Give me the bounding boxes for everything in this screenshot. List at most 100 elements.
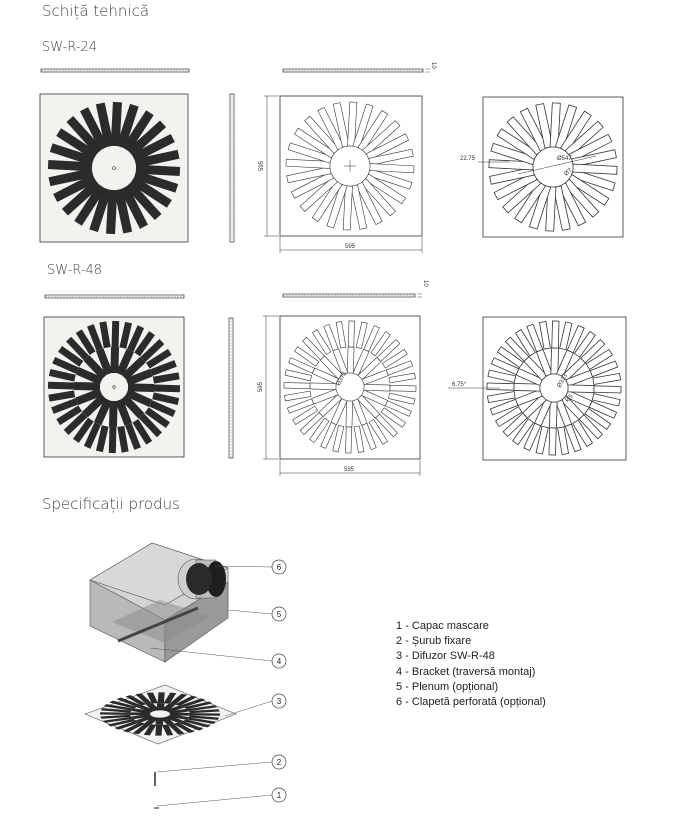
diffuser-slot [116,348,134,376]
diffuser-slot [380,407,406,428]
diffuser-slot [66,336,90,361]
diffuser-slot [136,705,156,713]
diffuser-slot [169,712,191,716]
model-a-heading: SW-R-24 [42,40,98,55]
diffuser-slot [157,692,165,704]
diffuser-slot [164,715,184,723]
diffuser-slot [487,369,517,383]
sw-r-24-center-mark [344,160,356,172]
diffuser-slot [109,700,138,709]
diffuser-slot [127,383,155,393]
diffuser-slot [149,400,176,418]
diffuser-slot [169,693,188,705]
legend-item: 4 - Bracket (traversă montaj) [396,665,536,678]
diffuser-slot [567,173,610,206]
sw-r-48-drawings: 10 Ø373 595 595 6.75° Ø373 Ø5 [43,280,627,476]
diffuser-slot [173,722,195,733]
diffuser-slot [178,721,204,731]
diffuser-slot [311,180,343,222]
diffuser-slot [125,368,153,386]
diffuser-slot [155,724,163,736]
sw-r-24-drawings: 10 595 595 [39,62,624,253]
diffuser-slot [167,723,185,735]
diffuser-slot [317,106,345,151]
diffuser-slot [49,143,95,166]
diffuser-slot [302,336,325,361]
diffuser-slot [388,392,416,405]
diffuser-slot [376,339,401,362]
diffuser-slot [285,158,331,169]
diffuser-slot [535,103,554,149]
callout-circle [271,559,287,575]
diffuser-slot [160,716,175,725]
diffuser-slot [152,392,180,405]
diffuser-slot [162,724,174,736]
legend-item: 1 - Capac mascare [396,620,489,632]
diffuser-slot [578,414,604,440]
diffuser-slot [549,401,558,429]
diffuser-slot [138,413,162,438]
callout-circle [271,606,287,622]
diffuser-slot [129,712,151,716]
diffuser-slot [74,183,106,226]
diffuser-slot [183,701,213,710]
diffuser-slot [388,372,416,384]
diffuser-slot [559,110,592,153]
diffuser-slot [502,176,542,214]
diffuser-slot [489,398,519,416]
diffuser-slot [369,163,415,174]
diffuser-slot [320,422,337,449]
diffuser-slot [179,698,206,708]
diffuser-slot [559,321,573,351]
diffuser-slot [108,400,118,428]
diffuser-slot [122,110,154,153]
diffuser-slot [110,101,122,147]
diffuser-slot [100,708,132,713]
diffuser-slot [495,406,523,428]
diffuser-slot [564,423,582,453]
diffuser-slot [567,384,595,393]
diffuser-slot [167,714,189,720]
diffuser-slot [164,705,185,713]
diffuser-slot [150,360,177,376]
diffuser-slot [135,715,156,723]
diffuser-slot [119,321,132,349]
diffuser-slot [140,339,165,363]
diffuser-slot [48,369,76,382]
dim-b-angle: 6.75° [452,382,467,388]
diffuser-slot [570,168,616,192]
diffuser-slot [94,398,112,426]
diffuser-slot [519,107,549,152]
diffuser-slot [535,425,549,455]
diffuser-slot [493,171,538,201]
diffuser-slot [347,346,355,374]
diffuser-slot [156,703,165,711]
diffuser-slot [538,320,551,350]
diffuser-slot [365,133,410,161]
damper-collar [177,558,226,600]
diffuser-slot [135,164,181,176]
diffuser-slot [557,426,570,456]
dim-b-height: 595 [258,381,264,392]
dim-b-width: 595 [344,467,355,473]
diffuser-slot [99,712,131,715]
diffuser-slot [489,166,535,185]
diffuser-slot [120,394,145,419]
diffuser-slot [573,330,596,358]
diffuser-slot [513,383,541,392]
dim-b-thickness: 10 [422,280,428,287]
diffuser-slot [347,101,358,147]
diffuser-slot [548,427,557,456]
dim-a-height-line [264,95,279,237]
diffuser-slot [48,390,76,402]
diffuser-slot [134,149,180,168]
sw-r-48-side-profile [44,294,185,299]
diffuser-slot [288,357,315,374]
diffuser-slot [370,331,391,357]
sw-r-48-detail-slots [486,320,622,456]
diffuser-slot [144,716,160,725]
diffuser-slot [73,417,94,443]
diffuser-slot [75,388,103,406]
diffuser-slot [125,695,147,706]
diffuser-slot [95,102,114,148]
